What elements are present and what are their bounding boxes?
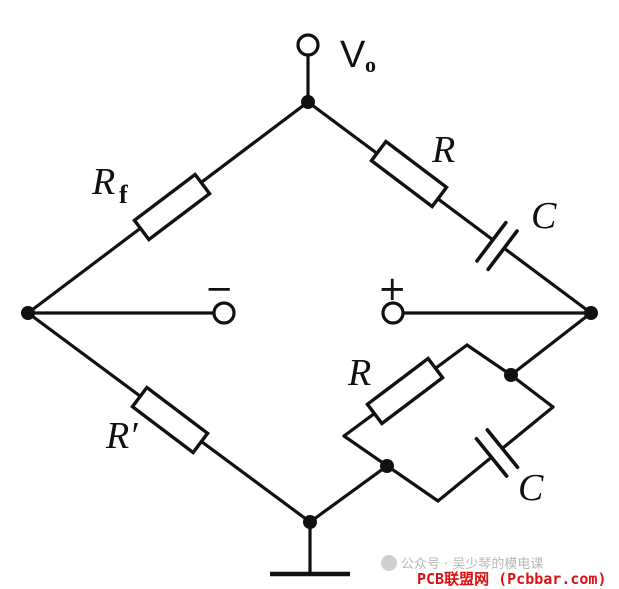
label-r-bottom-right: R: [347, 352, 371, 394]
terminal-minus: [212, 301, 236, 325]
label-rf: R: [91, 161, 115, 203]
wire-parallel-top-left: [465, 343, 513, 377]
label-c-top: C: [531, 195, 557, 237]
node-parallel-top: [504, 368, 518, 382]
wire-right-to-parallel-top: [509, 311, 593, 377]
label-c-bottom-right: C: [518, 467, 544, 509]
label-vo-sub: o: [365, 52, 376, 77]
wires: [26, 55, 593, 574]
terminal-plus: [381, 301, 405, 325]
node-parallel-bottom: [380, 459, 394, 473]
label-plus: +: [378, 269, 407, 309]
wire-top-to-right: [306, 100, 593, 315]
label-r-top: R: [431, 129, 455, 171]
resistor-r-bottom-right: [365, 356, 445, 426]
node-bottom: [303, 515, 317, 529]
resistor-r-top: [369, 139, 449, 209]
watermark-site: PCB联盟网 (Pcbbar.com): [417, 570, 607, 588]
wechat-icon: [381, 555, 397, 571]
watermark: 公众号 · 吴少琴的模电课 PCB联盟网 (Pcbbar.com): [381, 555, 607, 588]
node-top: [301, 95, 315, 109]
node-left: [21, 306, 35, 320]
terminal-vo: [296, 33, 320, 57]
node-right: [584, 306, 598, 320]
label-minus: −: [205, 269, 234, 309]
label-vo: V: [340, 34, 366, 76]
wire-parallel-to-bottom: [308, 464, 389, 524]
capacitor-c-bottom-right: [474, 427, 520, 479]
label-rf-sub: f: [119, 180, 128, 209]
watermark-wechat: 公众号 · 吴少琴的模电课: [401, 556, 543, 572]
label-r-prime: R′: [105, 415, 138, 457]
resistor-r-prime: [130, 385, 210, 455]
resistor-rf: [132, 172, 212, 242]
capacitor-c-top: [474, 220, 520, 272]
wire-parallel-top-right: [509, 373, 555, 409]
